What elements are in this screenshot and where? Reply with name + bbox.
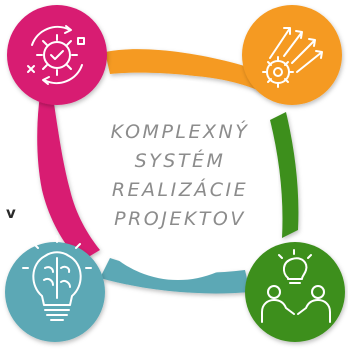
orange-band: [105, 49, 270, 92]
gear-cycle-icon: [27, 25, 85, 85]
title-line-4: PROJEKTOV: [114, 208, 246, 230]
title-line-2: SYSTÉM: [134, 150, 226, 172]
center-title: KOMPLEXNÝ SYSTÉM REALIZÁCIE PROJEKTOV: [95, 118, 265, 234]
growth-arrows-gear-icon: [262, 27, 323, 88]
brain-lightbulb-icon: [22, 235, 92, 321]
node-bottom-right: [245, 242, 345, 342]
node-top-left: [7, 5, 107, 105]
node-bottom-left: [5, 242, 105, 342]
node-top-right: [242, 5, 342, 105]
magenta-band: [37, 90, 100, 262]
title-line-1: KOMPLEXNÝ: [110, 121, 250, 143]
teamwork-idea-icon: [261, 249, 331, 323]
title-line-3: REALIZÁCIE: [111, 179, 249, 201]
green-band: [270, 112, 299, 238]
corner-mark: v: [6, 204, 16, 222]
center-disk: [78, 80, 278, 280]
